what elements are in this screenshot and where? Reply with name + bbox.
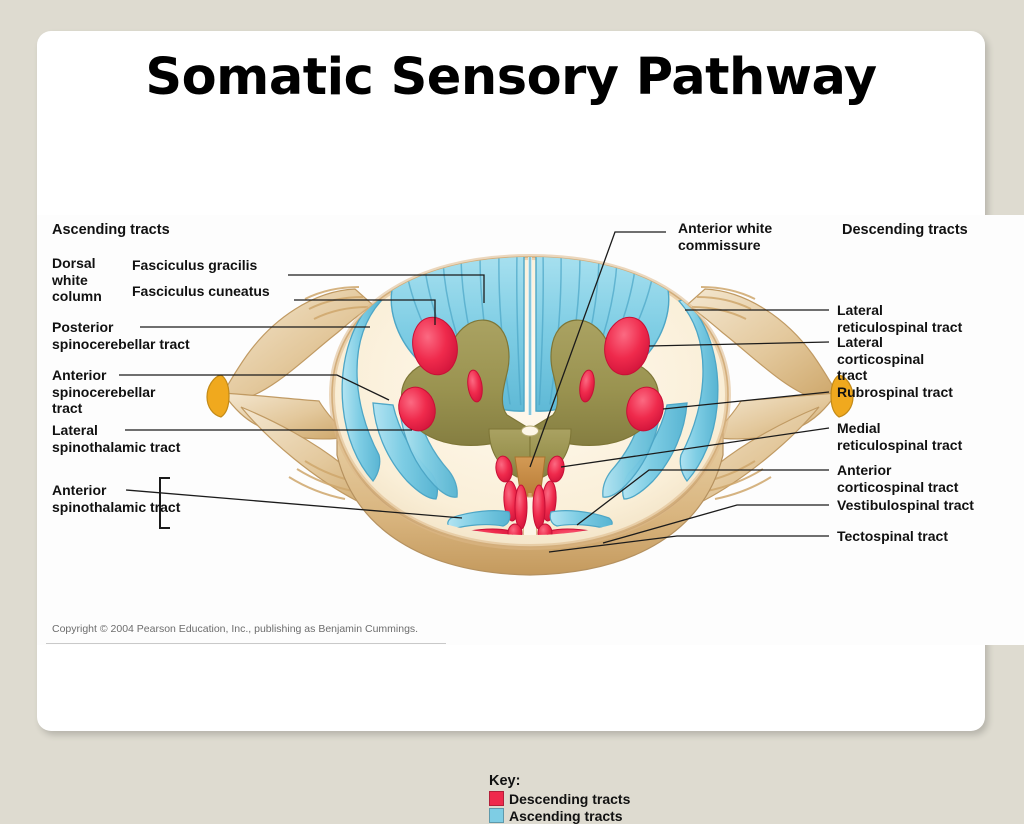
label-line: Anterior xyxy=(52,367,107,383)
label-anterior-corticospinal-tract: Anterior corticospinal tract xyxy=(837,462,958,495)
label-lateral-reticulospinal-tract: Lateral reticulospinal tract xyxy=(837,302,962,335)
label-line: Dorsal xyxy=(52,255,96,271)
label-lateral-corticospinal-tract: Lateral corticospinal tract xyxy=(837,334,924,384)
label-tectospinal-tract: Tectospinal tract xyxy=(837,528,948,545)
figure-bottom-rule xyxy=(46,643,446,644)
key-label-descending: Descending tracts xyxy=(509,790,631,807)
label-anterior-white-commissure: Anterior white commissure xyxy=(678,220,772,253)
ascending-tracts-heading: Ascending tracts xyxy=(52,222,170,238)
label-lateral-spinothalamic-tract: Lateral spinothalamic tract xyxy=(52,422,180,455)
key-swatch-ascending xyxy=(489,808,504,823)
label-line: white xyxy=(52,271,88,288)
key-label-ascending: Ascending tracts xyxy=(509,807,623,824)
label-fasciculus-gracilis: Fasciculus gracilis xyxy=(132,257,257,274)
label-anterior-spinothalamic-tract: Anterior spinothalamic tract xyxy=(52,482,180,515)
key-entry-ascending: Ascending tracts xyxy=(489,807,630,824)
key-entry-descending: Descending tracts xyxy=(489,790,630,807)
label-posterior-spinocerebellar-tract: Posterior spinocerebellar tract xyxy=(52,319,190,352)
key-swatch-descending xyxy=(489,791,504,806)
label-line: Posterior xyxy=(52,319,114,335)
label-line: tract xyxy=(52,400,83,416)
label-line: Fasciculus gracilis xyxy=(132,257,258,273)
label-anterior-spinocerebellar-tract: Anterior spinocerebellar tract xyxy=(52,367,156,417)
label-line: corticospinal xyxy=(837,350,925,367)
label-line: spinocerebellar xyxy=(52,383,156,400)
leader-lines xyxy=(119,231,830,553)
spinal-cord-cross-section-illustration xyxy=(119,231,854,576)
label-line: spinothalamic tract xyxy=(52,498,181,515)
label-medial-reticulospinal-tract: Medial reticulospinal tract xyxy=(837,420,962,453)
label-line: commissure xyxy=(678,236,761,253)
label-line: Lateral xyxy=(837,334,883,350)
label-line: Fasciculus cuneatus xyxy=(132,283,270,299)
label-line: column xyxy=(52,288,102,304)
label-dorsal-white-column: Dorsal white column xyxy=(52,255,102,305)
spinal-cord-figure: Ascending tracts Descending tracts Anter… xyxy=(37,215,1024,824)
label-line: corticospinal tract xyxy=(837,478,959,495)
label-line: Vestibulospinal tract xyxy=(837,497,974,513)
label-fasciculus-cuneatus: Fasciculus cuneatus xyxy=(132,283,270,300)
descending-tracts-heading: Descending tracts xyxy=(842,222,968,238)
copyright-notice: Copyright © 2004 Pearson Education, Inc.… xyxy=(52,623,419,635)
label-rubrospinal-tract: Rubrospinal tract xyxy=(837,384,953,401)
label-line: Tectospinal tract xyxy=(837,528,948,544)
key-legend: Key: Descending tracts Ascending tracts xyxy=(489,773,630,824)
dorsal-white-column-bracket xyxy=(159,477,170,529)
label-line: Anterior white xyxy=(678,220,773,236)
label-line: Anterior xyxy=(52,482,107,498)
label-line: spinocerebellar tract xyxy=(52,335,190,352)
descending-tract-patches xyxy=(398,316,664,432)
label-line: reticulospinal tract xyxy=(837,436,963,453)
label-line: Anterior xyxy=(837,462,892,478)
label-line: Lateral xyxy=(837,302,883,318)
page-title: Somatic Sensory Pathway xyxy=(145,48,877,107)
label-line: reticulospinal tract xyxy=(837,318,963,335)
label-line: Lateral xyxy=(52,422,98,438)
label-vestibulospinal-tract: Vestibulospinal tract xyxy=(837,497,974,514)
label-line: spinothalamic tract xyxy=(52,438,181,455)
label-line: tract xyxy=(837,367,868,383)
key-title: Key: xyxy=(489,773,521,789)
label-line: Medial xyxy=(837,420,881,436)
label-line: Rubrospinal tract xyxy=(837,384,953,400)
